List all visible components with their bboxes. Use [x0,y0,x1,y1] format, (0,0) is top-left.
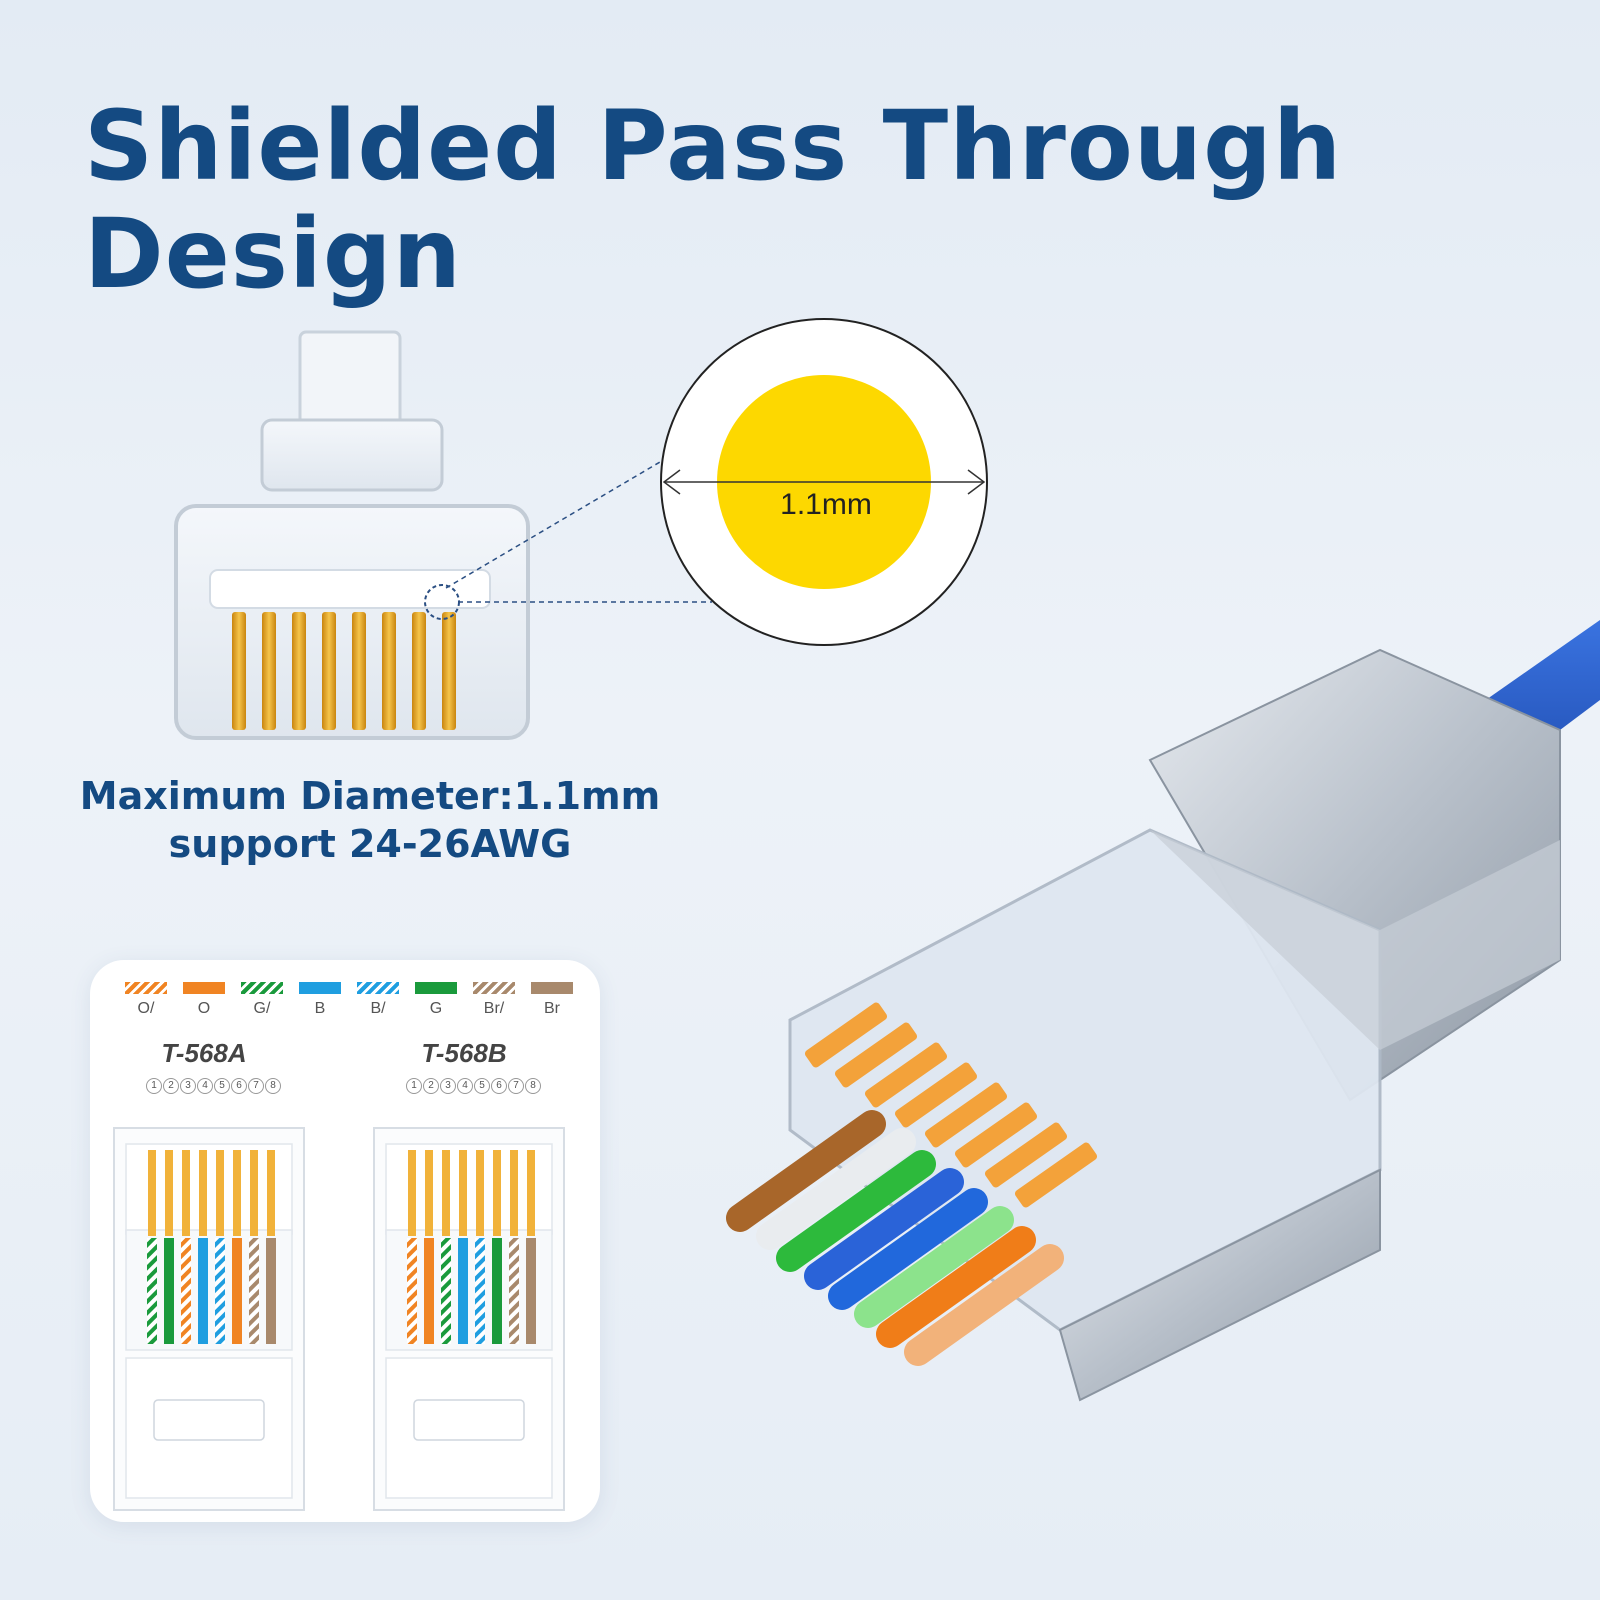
legend-swatch [531,982,573,994]
shielded-plug-image [726,620,1600,1402]
wire-Br [266,1238,276,1344]
legend-item: G [408,982,464,1018]
legend-label: B/ [370,1000,386,1017]
wire-O [232,1238,242,1344]
spec-caption: Maximum Diameter:1.1mm support 24-26AWG [40,772,700,868]
pin-number: 3 [440,1078,456,1094]
wiring-connectors [113,1127,565,1511]
pin-number: 6 [491,1078,507,1094]
contact-pin [408,1150,416,1236]
pin-number: 5 [474,1078,490,1094]
contact-pin [442,1150,450,1236]
diameter-label: 1.1mm [780,488,872,521]
contact-pin [250,1150,258,1236]
contact-pin [510,1150,518,1236]
pin-number: 7 [508,1078,524,1094]
pin-number: 7 [248,1078,264,1094]
legend-label: O/ [137,1000,155,1017]
contact-pin [216,1150,224,1236]
contact-pin [493,1150,501,1236]
contact-pin [165,1150,173,1236]
legend-item: O/ [118,982,174,1018]
pin-number: 8 [525,1078,541,1094]
color-legend: O/O G/B B/G Br/Br [118,982,578,1042]
wire-B [198,1238,208,1344]
legend-label: G [429,1000,443,1017]
pin-number: 2 [163,1078,179,1094]
spec-awg: support 24-26AWG [168,822,572,866]
plug-contacts [804,1002,1098,1208]
pin-number: 1 [146,1078,162,1094]
wire-B-stripe [215,1238,225,1344]
legend-item: Br [524,982,580,1018]
legend-label: Br [544,1000,560,1017]
pin-number: 3 [180,1078,196,1094]
legend-swatch [473,982,515,994]
pin-number: 8 [265,1078,281,1094]
wire-B [458,1238,468,1344]
contact-pin [199,1150,207,1236]
legend-item: Br/ [466,982,522,1018]
wire-O [424,1238,434,1344]
contact-pin [425,1150,433,1236]
legend-swatch [241,982,283,994]
pin-number: 1 [406,1078,422,1094]
standard-label-a: T-568A [161,1038,247,1068]
pin-number: 2 [423,1078,439,1094]
legend-swatch [415,982,457,994]
page-title: Shielded Pass Through Design [84,92,1384,308]
contact-pin [476,1150,484,1236]
pin-number: 5 [214,1078,230,1094]
wire-Br-stripe [249,1238,259,1344]
legend-swatch [183,982,225,994]
latch [153,1399,265,1441]
contact-pin [459,1150,467,1236]
latch [413,1399,525,1441]
wire-Br-stripe [509,1238,519,1344]
title-line-2: Design [84,198,462,310]
connector-diagram [373,1127,565,1511]
legend-item: B/ [350,982,406,1018]
contact-pin [233,1150,241,1236]
pin-number: 4 [457,1078,473,1094]
legend-item: O [176,982,232,1018]
legend-swatch [299,982,341,994]
wire-O-stripe [181,1238,191,1344]
pin-number: 6 [231,1078,247,1094]
magnifier-callout [660,318,988,646]
wire-O-stripe [407,1238,417,1344]
pass-through-wires [726,1110,1064,1366]
wire-G [492,1238,502,1344]
wire-G-stripe [441,1238,451,1344]
legend-label: Br/ [483,1000,505,1017]
legend-label: B [314,1000,326,1017]
pin-number: 4 [197,1078,213,1094]
standard-label-b: T-568B [421,1038,507,1068]
contact-pin [148,1150,156,1236]
contact-pin [267,1150,275,1236]
legend-label: O [197,1000,211,1017]
legend-swatch [357,982,399,994]
title-line-1: Shielded Pass Through [84,90,1343,202]
clear-connector-image [174,330,530,740]
legend-item: B [292,982,348,1018]
wire-B-stripe [475,1238,485,1344]
wire-G [164,1238,174,1344]
contact-pin [182,1150,190,1236]
wire-G-stripe [147,1238,157,1344]
wire-Br [526,1238,536,1344]
legend-item: G/ [234,982,290,1018]
legend-label: G/ [253,1000,271,1017]
connector-diagram [113,1127,305,1511]
contact-pin [527,1150,535,1236]
gold-contacts [232,612,456,730]
legend-swatch [125,982,167,994]
spec-diameter: Maximum Diameter:1.1mm [79,774,661,818]
